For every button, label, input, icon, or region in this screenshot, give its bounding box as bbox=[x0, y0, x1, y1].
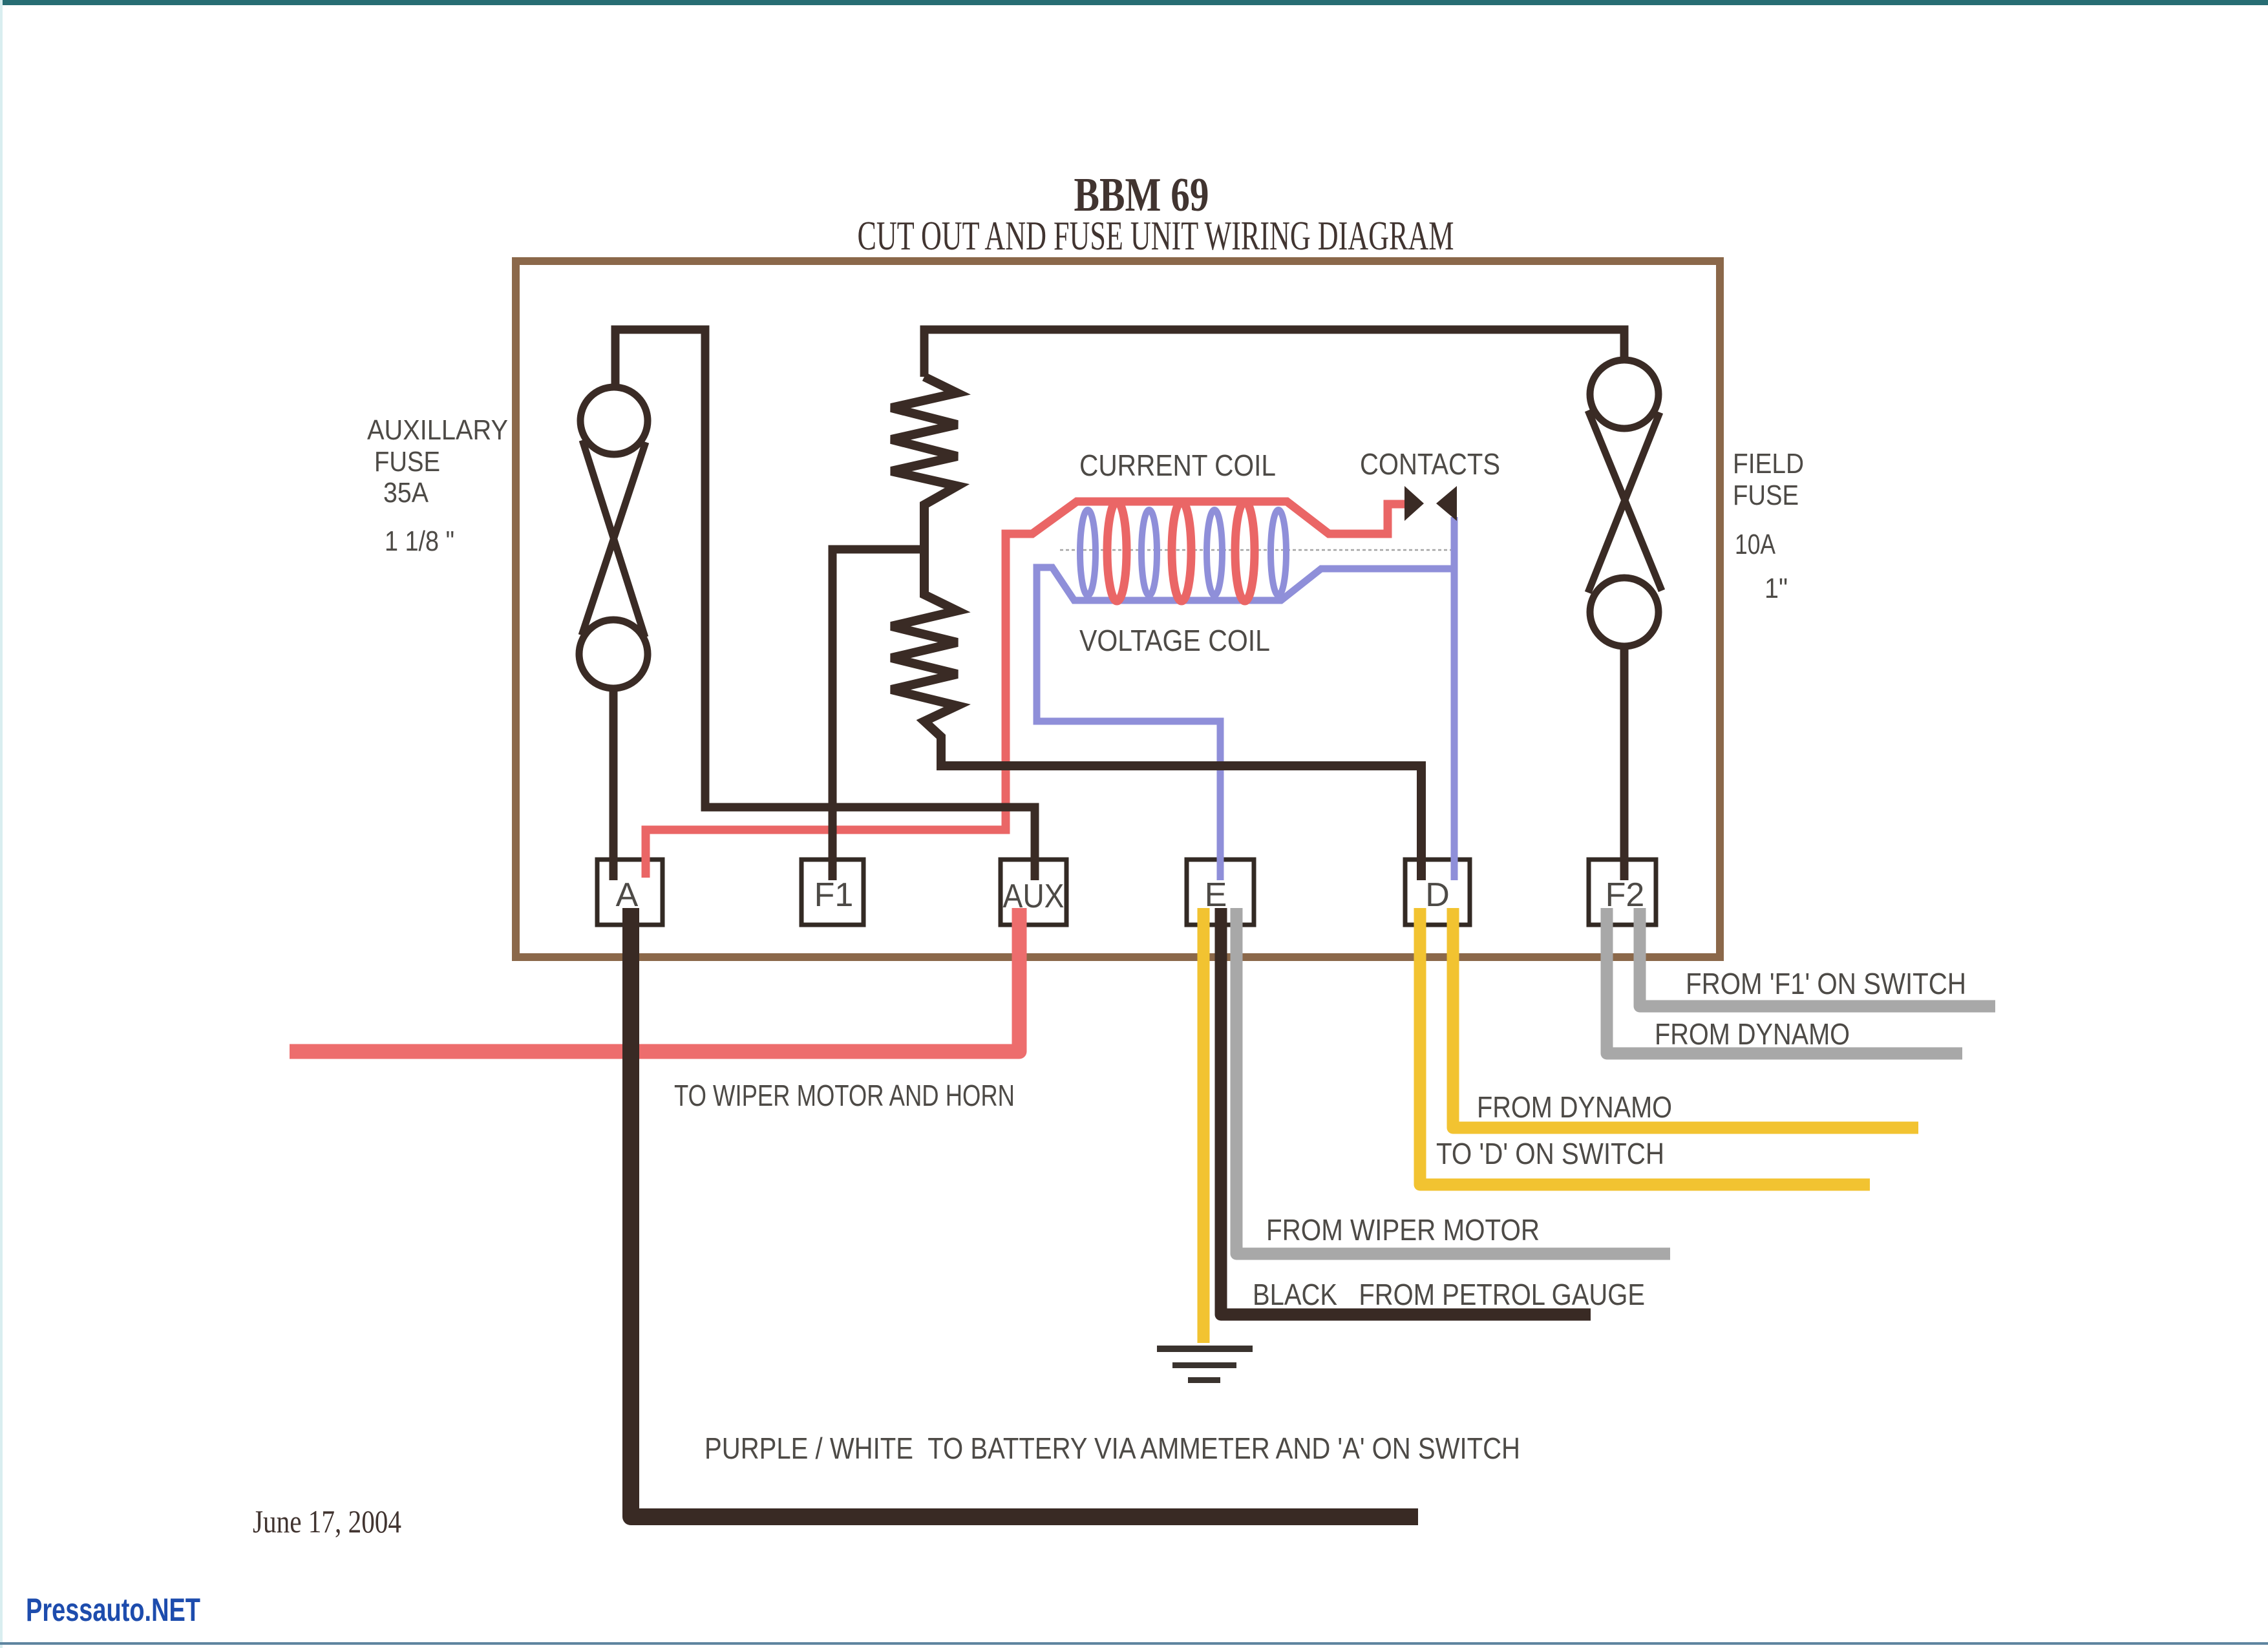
svg-text:FUSE: FUSE bbox=[1733, 480, 1799, 511]
svg-text:F1: F1 bbox=[814, 876, 854, 914]
svg-text:Pressauto.NET: Pressauto.NET bbox=[26, 1592, 200, 1628]
svg-text:PURPLE / WHITE TO BATTERY VIA: PURPLE / WHITE TO BATTERY VIA AMMETER AN… bbox=[705, 1431, 1520, 1465]
svg-text:E: E bbox=[1205, 876, 1227, 914]
svg-text:TO WIPER MOTOR AND HORN: TO WIPER MOTOR AND HORN bbox=[674, 1079, 1015, 1112]
svg-text:35A: 35A bbox=[383, 477, 429, 509]
svg-text:AUXILLARY: AUXILLARY bbox=[367, 414, 508, 446]
svg-text:VOLTAGE COIL: VOLTAGE COIL bbox=[1079, 624, 1270, 657]
svg-text:BLACK FROM PETROL GAUGE: BLACK FROM PETROL GAUGE bbox=[1253, 1278, 1645, 1311]
svg-text:June 17, 2004: June 17, 2004 bbox=[253, 1503, 401, 1539]
svg-text:FIELD: FIELD bbox=[1733, 448, 1804, 480]
svg-text:D: D bbox=[1425, 876, 1450, 914]
svg-text:10A: 10A bbox=[1735, 529, 1776, 560]
svg-text:FROM WIPER MOTOR: FROM WIPER MOTOR bbox=[1266, 1213, 1540, 1247]
svg-text:FROM DYNAMO: FROM DYNAMO bbox=[1477, 1090, 1672, 1124]
svg-text:CURRENT COIL: CURRENT COIL bbox=[1079, 449, 1276, 482]
svg-text:1 1/8 ": 1 1/8 " bbox=[385, 525, 454, 557]
svg-text:FROM 'F1' ON SWITCH: FROM 'F1' ON SWITCH bbox=[1686, 967, 1966, 1000]
svg-text:CUT OUT AND FUSE UNIT WIRING D: CUT OUT AND FUSE UNIT WIRING DIAGRAM bbox=[858, 213, 1454, 259]
svg-text:1": 1" bbox=[1765, 573, 1788, 604]
svg-text:BBM 69: BBM 69 bbox=[1074, 169, 1209, 222]
svg-text:TO 'D' ON SWITCH: TO 'D' ON SWITCH bbox=[1436, 1137, 1664, 1170]
svg-text:CONTACTS: CONTACTS bbox=[1360, 447, 1500, 481]
svg-text:F2: F2 bbox=[1606, 876, 1645, 914]
svg-text:FROM DYNAMO: FROM DYNAMO bbox=[1655, 1017, 1850, 1051]
svg-text:A: A bbox=[616, 876, 639, 914]
svg-text:FUSE: FUSE bbox=[374, 446, 440, 478]
svg-text:AUX: AUX bbox=[1003, 878, 1065, 915]
